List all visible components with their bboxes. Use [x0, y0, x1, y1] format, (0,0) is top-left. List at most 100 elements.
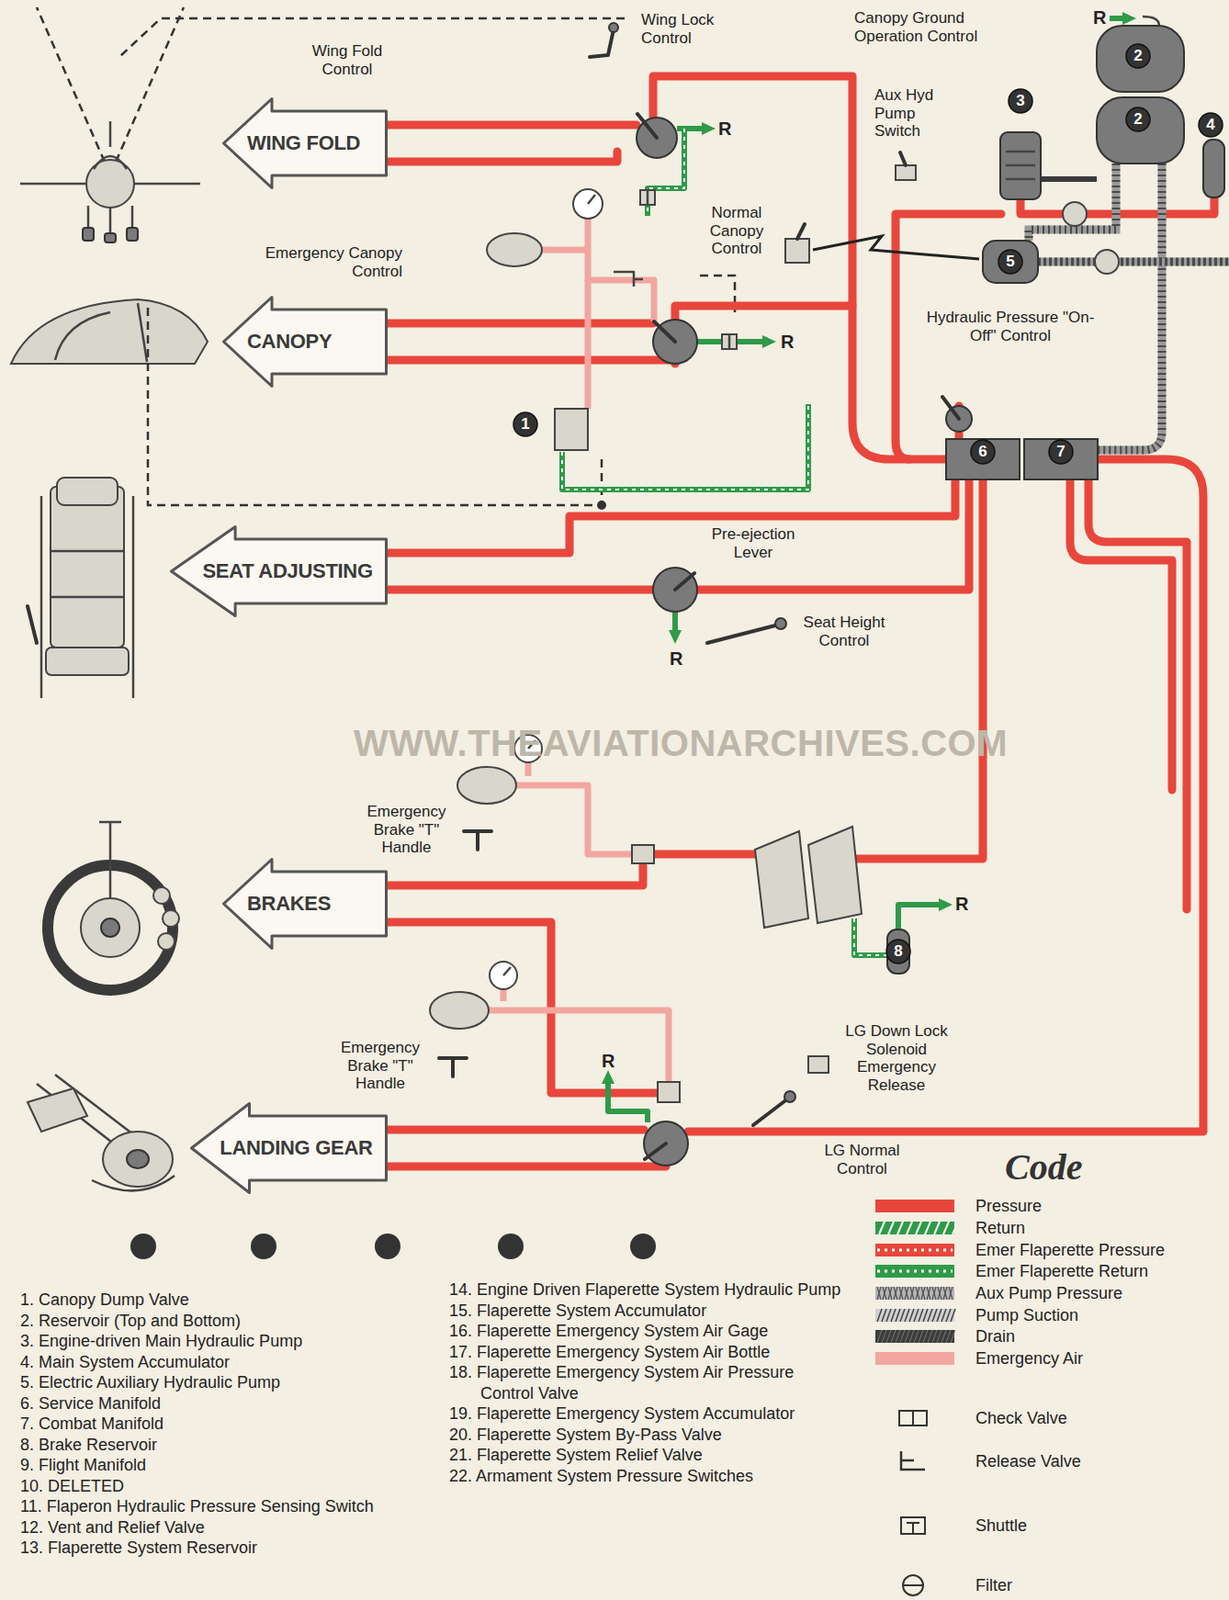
- hydraulic-component: [573, 189, 603, 219]
- system-name: WING FOLD: [247, 131, 361, 156]
- hydraulic-component: [1024, 439, 1098, 480]
- hydraulic-component: [1096, 25, 1184, 92]
- brake-wheel-illustration: [99, 822, 122, 899]
- legend-text: Pump Suction: [975, 1305, 1079, 1326]
- legend-sample: [927, 1330, 933, 1343]
- system-arrow: BRAKES: [222, 857, 388, 950]
- legend-sample: [875, 1308, 955, 1322]
- legend-sample: [941, 1308, 947, 1322]
- legend-sample: [937, 1286, 942, 1300]
- landing-gear-illustration: [27, 1074, 175, 1191]
- parts-list-item: 3. Engine-driven Main Hydraulic Pump: [20, 1330, 416, 1353]
- callout-number: 2: [1125, 106, 1151, 133]
- return-mark: R: [1093, 7, 1106, 29]
- part-label: LG Normal Control: [813, 1141, 911, 1178]
- legend-sample: [948, 1286, 953, 1300]
- legend-sample: [904, 1286, 909, 1300]
- part-label: Wing Lock Control: [641, 11, 733, 47]
- brake-wheel-illustration: [47, 822, 180, 991]
- pressure-line: [675, 305, 853, 320]
- legend-text: Check Valve: [975, 1408, 1068, 1429]
- legend-text: Emer Flaperette Pressure: [975, 1240, 1165, 1261]
- callout-circle: [1126, 44, 1151, 68]
- hydraulic-component: [1000, 132, 1041, 200]
- parts-list-item: 10. DELETED: [20, 1476, 416, 1498]
- part-label: LG Down Lock Solenoid Emergency Release: [841, 1022, 952, 1094]
- arrow-outline: [171, 527, 387, 617]
- pressure-line: [387, 1126, 644, 1135]
- legend-sample: [890, 1308, 896, 1322]
- legend-sample: [873, 1279, 957, 1308]
- legend-sample: [877, 1249, 953, 1252]
- pressure-line: [387, 121, 637, 130]
- parts-list-item: 18. Flaperette Emergency System Air Pres…: [449, 1362, 845, 1404]
- arrow-outline: [224, 859, 387, 949]
- part-label: Hydraulic Pressure "On-Off" Control: [918, 308, 1103, 345]
- parts-list-item: 17. Flaperette Emergency System Air Bott…: [449, 1341, 845, 1364]
- seat-illustration: [27, 606, 37, 643]
- system-name: LANDING GEAR: [219, 1136, 373, 1161]
- callout-number: 5: [997, 248, 1024, 275]
- emergency-air-line: [541, 218, 588, 250]
- callout-circle: [1198, 112, 1223, 137]
- legend-sample: [873, 1322, 957, 1351]
- parts-list-item: 6. Service Manifold: [20, 1393, 416, 1415]
- callout-circle: [1008, 89, 1033, 113]
- aircraft-front-view: [126, 227, 138, 241]
- hydraulic-component: [707, 624, 779, 643]
- list-bullet: [630, 1233, 656, 1260]
- callout-circle: [998, 249, 1023, 274]
- aircraft-front-view: [82, 227, 94, 241]
- legend-sample: [875, 1243, 955, 1257]
- hydraulic-component: [982, 240, 1038, 283]
- legend-sample: [882, 1286, 887, 1300]
- arrow-outline: [224, 297, 387, 387]
- legend-sample: [893, 1286, 898, 1300]
- aircraft-front-view: [109, 121, 113, 147]
- callout-number: 3: [1007, 88, 1034, 114]
- legend-sample: [927, 1308, 933, 1322]
- return-line: [672, 611, 678, 634]
- part-label: Normal Canopy Control: [699, 203, 774, 259]
- hydraulic-component: [887, 929, 910, 974]
- hydraulic-component: [503, 967, 511, 976]
- aircraft-front-view: [93, 156, 127, 170]
- brake-wheel-illustration: [101, 918, 120, 937]
- aircraft-front-view: [20, 7, 201, 243]
- return-mark: R: [669, 648, 683, 670]
- hydraulic-component: [587, 194, 596, 204]
- legend-sample: [873, 1447, 957, 1476]
- hydraulic-component: [1096, 97, 1184, 164]
- legend-sample: [943, 1221, 949, 1235]
- legend-sample: [899, 1286, 903, 1300]
- legend-sample: [873, 1214, 957, 1242]
- legend-sample: [899, 1410, 927, 1426]
- drain-line: [1040, 176, 1097, 182]
- parts-list-item: 15. Flaperette System Accumulator: [449, 1300, 845, 1322]
- brake-wheel-illustration: [153, 887, 170, 904]
- legend-sample: [926, 1286, 931, 1300]
- hydraulic-component: [812, 236, 980, 260]
- legend-sample: [909, 1308, 914, 1322]
- seat-illustration: [56, 477, 118, 506]
- legend-sample: [923, 1330, 928, 1343]
- pressure-line: [1088, 479, 1187, 910]
- mechanical-linkage: [597, 500, 607, 510]
- legend-heading: Code: [1004, 1146, 1083, 1189]
- hydraulic-component: [486, 233, 542, 267]
- seat-illustration: [45, 647, 129, 676]
- legend-sample: [873, 1236, 957, 1264]
- brake-wheel-illustration: [157, 933, 175, 950]
- pump-suction-line: [1142, 16, 1160, 26]
- legend-sample: [915, 1221, 922, 1235]
- legend-text: Aux Pump Pressure: [975, 1283, 1123, 1304]
- legend-swatch: [875, 1352, 955, 1365]
- callout-circle: [513, 412, 538, 437]
- legend-sample: [934, 1221, 940, 1235]
- parts-list-item: 12. Vent and Relief Valve: [20, 1517, 416, 1539]
- seat-illustration: [50, 486, 125, 648]
- legend-text: Pressure: [975, 1195, 1042, 1217]
- legend-sample: [873, 1404, 957, 1432]
- parts-list-item: 2. Reservoir (Top and Bottom): [20, 1310, 416, 1332]
